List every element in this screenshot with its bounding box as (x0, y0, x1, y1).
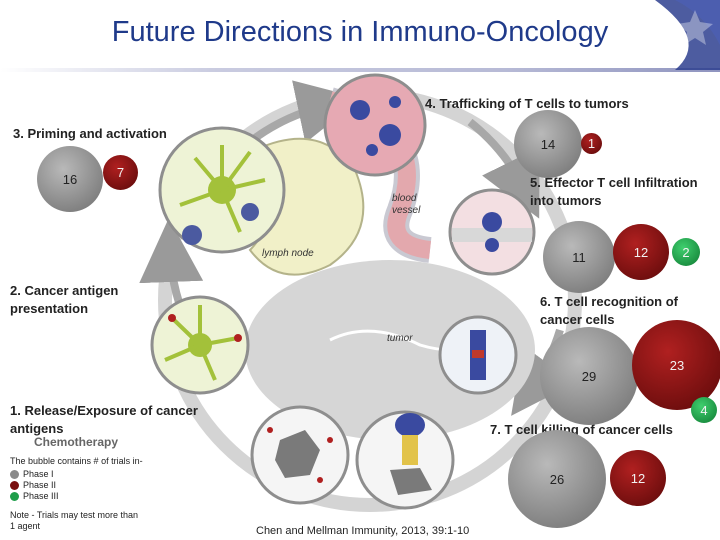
page-title: Future Directions in Immuno-Oncology (111, 16, 609, 48)
bubble-infiltration-phase3: 2 (672, 238, 700, 266)
legend-swatch-phase1 (10, 470, 19, 480)
tumor-label: tumor (387, 333, 413, 344)
bubble-infiltration-phase1: 11 (543, 221, 615, 293)
legend-swatch-phase2 (10, 481, 19, 491)
title-underline (0, 68, 720, 72)
step-5-label: 5. Effector T cell Infiltration into tum… (530, 175, 698, 208)
bubble-recognition-phase1: 29 (540, 327, 638, 425)
bubble-priming-phase2: 7 (103, 155, 138, 190)
bubble-recognition-phase2: 23 (632, 320, 720, 410)
legend-heading: The bubble contains # of trials in- (10, 456, 143, 466)
bubble-trafficking-phase2: 1 (581, 133, 602, 154)
legend-item-phase3: Phase III (10, 491, 145, 502)
step-4-label: 4. Trafficking of T cells to tumors (425, 96, 629, 111)
legend-swatch-phase3 (10, 492, 19, 502)
step-2-label: 2. Cancer antigen presentation (10, 283, 119, 316)
bubble-priming-phase1: 16 (37, 146, 103, 212)
bubble-killing-phase3: 4 (691, 397, 717, 423)
legend: The bubble contains # of trials in- Phas… (10, 456, 145, 532)
citation: Chen and Mellman Immunity, 2013, 39:1-10 (256, 525, 470, 537)
blood-vessel-label: blood vessel (392, 193, 421, 216)
lymph-node-label: lymph node (262, 248, 314, 259)
corner-decoration (655, 0, 720, 70)
legend-item-phase1: Phase I (10, 469, 145, 480)
chemotherapy-label: Chemotherapy (34, 435, 119, 449)
step-7-label: 7. T cell killing of cancer cells (490, 422, 673, 437)
bubble-killing-phase1: 26 (508, 430, 606, 528)
bubble-infiltration-phase2: 12 (613, 224, 669, 280)
step-3-label: 3. Priming and activation (13, 126, 167, 141)
legend-item-phase2: Phase II (10, 480, 145, 491)
bubble-killing-phase2: 12 (610, 450, 666, 506)
step-6-label: 6. T cell recognition of cancer cells (540, 294, 678, 327)
legend-note: Note - Trials may test more than 1 agent (10, 510, 139, 531)
step-1-label: 1. Release/Exposure of cancer antigens (10, 403, 198, 436)
bubble-trafficking-phase1: 14 (514, 110, 582, 178)
